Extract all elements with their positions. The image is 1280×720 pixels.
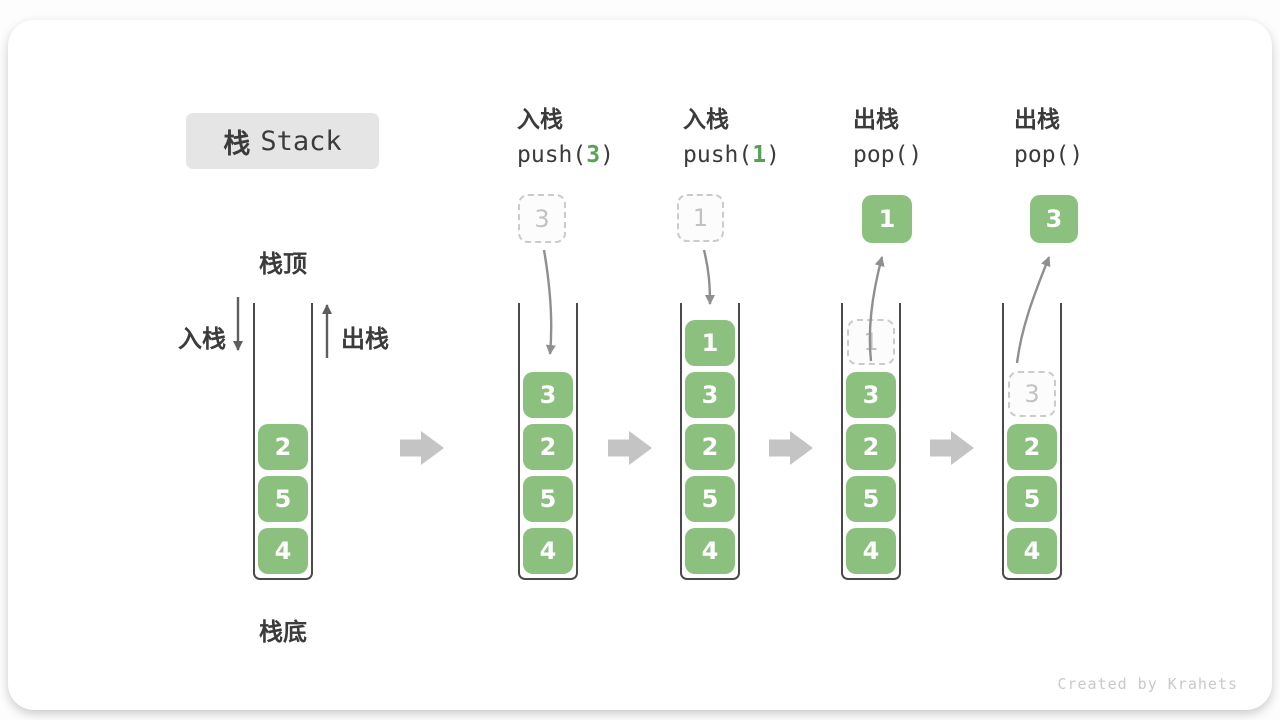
- stack-item: 3: [523, 372, 573, 418]
- op-fn: push(: [683, 142, 753, 168]
- stack-item: 5: [523, 476, 573, 522]
- stack-bottom-label: 栈底: [259, 618, 307, 646]
- op-code: push(3): [517, 142, 614, 169]
- stack-item: 5: [1007, 476, 1057, 522]
- op-close: ): [1069, 142, 1084, 168]
- stack-item: 5: [846, 476, 896, 522]
- title-latin: Stack: [260, 125, 342, 157]
- op-cn-label: 入栈: [683, 107, 729, 133]
- title-cjk: 栈: [223, 128, 251, 160]
- stack-item: 2: [523, 424, 573, 470]
- stack-item: 4: [523, 528, 573, 574]
- title-badge: 栈 Stack: [186, 113, 379, 169]
- stack-item: 4: [258, 528, 308, 574]
- op-arg: 1: [752, 142, 767, 168]
- push-side-label: 入栈: [178, 325, 226, 353]
- op-arg: 3: [586, 142, 601, 168]
- stack-item: 4: [1007, 528, 1057, 574]
- stack-item: 4: [685, 528, 735, 574]
- stack-item: 4: [846, 528, 896, 574]
- op-fn: pop(: [853, 142, 909, 168]
- op-label-push-3: 入栈 push(3): [517, 107, 614, 169]
- op-close: ): [908, 142, 923, 168]
- stack-item: 5: [258, 476, 308, 522]
- op-code: pop(): [853, 142, 922, 169]
- op-cn-label: 出栈: [1014, 107, 1060, 133]
- removed-slot: 1: [847, 319, 895, 365]
- watermark: Created by Krahets: [1057, 675, 1238, 693]
- op-label-pop-1: 出栈 pop(): [853, 107, 922, 169]
- stack-item: 2: [1007, 424, 1057, 470]
- stack-item: 1: [685, 320, 735, 366]
- stack-top-label: 栈顶: [259, 250, 307, 278]
- op-code: push(1): [683, 142, 780, 169]
- pop-side-label: 出栈: [341, 325, 389, 353]
- op-fn: push(: [517, 142, 587, 168]
- stack-item: 3: [846, 372, 896, 418]
- op-cn-label: 出栈: [853, 107, 899, 133]
- removed-slot: 3: [1008, 371, 1056, 417]
- op-close: ): [766, 142, 780, 168]
- op-code: pop(): [1014, 142, 1083, 169]
- stack-item: 2: [846, 424, 896, 470]
- stack-item: 5: [685, 476, 735, 522]
- op-fn: pop(: [1014, 142, 1070, 168]
- stack-item: 3: [685, 372, 735, 418]
- op-close: ): [600, 142, 614, 168]
- op-label-push-1: 入栈 push(1): [683, 107, 780, 169]
- popped-element-box: 3: [1030, 195, 1078, 243]
- op-cn-label: 入栈: [517, 107, 563, 133]
- incoming-element-box: 3: [518, 194, 566, 243]
- stack-item: 2: [258, 424, 308, 470]
- stack-item: 2: [685, 424, 735, 470]
- popped-element-box: 1: [862, 195, 912, 243]
- op-label-pop-2: 出栈 pop(): [1014, 107, 1083, 169]
- incoming-element-box: 1: [677, 194, 724, 242]
